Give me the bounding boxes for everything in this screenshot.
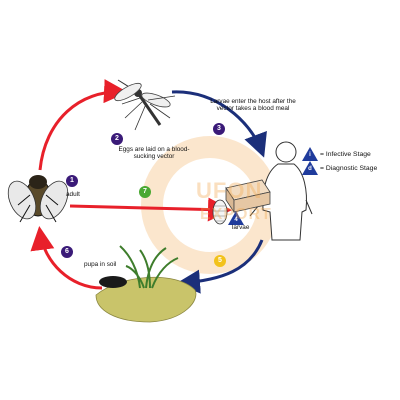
step-6-number: 6 — [65, 248, 69, 255]
larva-icon — [212, 199, 228, 225]
arrow-vector-to-host — [171, 90, 267, 158]
human-host-icon — [249, 141, 313, 241]
step-2-number: 2 — [115, 135, 119, 142]
step-1-marker — [66, 175, 78, 187]
legend-diagnostic-text: = Diagnostic Stage — [320, 165, 378, 172]
arrow-host-to-soil — [176, 239, 264, 294]
step-1-number: 1 — [70, 177, 74, 184]
step-4-number: 4 — [234, 217, 238, 223]
mosquito-icon — [114, 79, 176, 131]
arrow-adult-to-vector — [38, 79, 128, 171]
legend-diagnostic-icon — [302, 161, 318, 175]
legend-infective-icon — [302, 147, 318, 161]
step-3-number: 3 — [217, 125, 221, 132]
legend-infective-text: = Infective Stage — [320, 151, 371, 158]
legend-diagnostic-symbol: d — [308, 166, 312, 172]
step-6-marker — [61, 246, 73, 258]
step-4-marker — [228, 211, 244, 225]
pupa-icon — [99, 276, 127, 288]
step-5-number: 5 — [218, 257, 222, 264]
arrow-soil-to-adult — [30, 226, 103, 290]
step-7-marker — [139, 186, 151, 198]
legend-infective-symbol: i — [309, 152, 311, 158]
step-3-marker — [213, 123, 225, 135]
step-2-label: Eggs are laid on a blood-sucking vector — [118, 146, 190, 161]
step-3-label: Larvae enter the host after the vector t… — [210, 98, 296, 113]
step-1-label: adult — [66, 191, 80, 198]
step-7-number: 7 — [143, 188, 147, 195]
arrow-adult-to-larvae — [69, 197, 232, 222]
step-6-label: pupa in soil — [84, 261, 117, 268]
soil-mound-icon — [95, 245, 197, 323]
adult-fly-icon — [7, 175, 69, 223]
step-4-label: larvae — [232, 224, 250, 231]
skin-block-icon — [225, 179, 271, 214]
step-2-marker — [111, 133, 123, 145]
step-5-marker — [214, 255, 226, 267]
watermark-line2: EXPORT — [200, 206, 272, 223]
watermark-line1: UFON — [196, 178, 263, 203]
